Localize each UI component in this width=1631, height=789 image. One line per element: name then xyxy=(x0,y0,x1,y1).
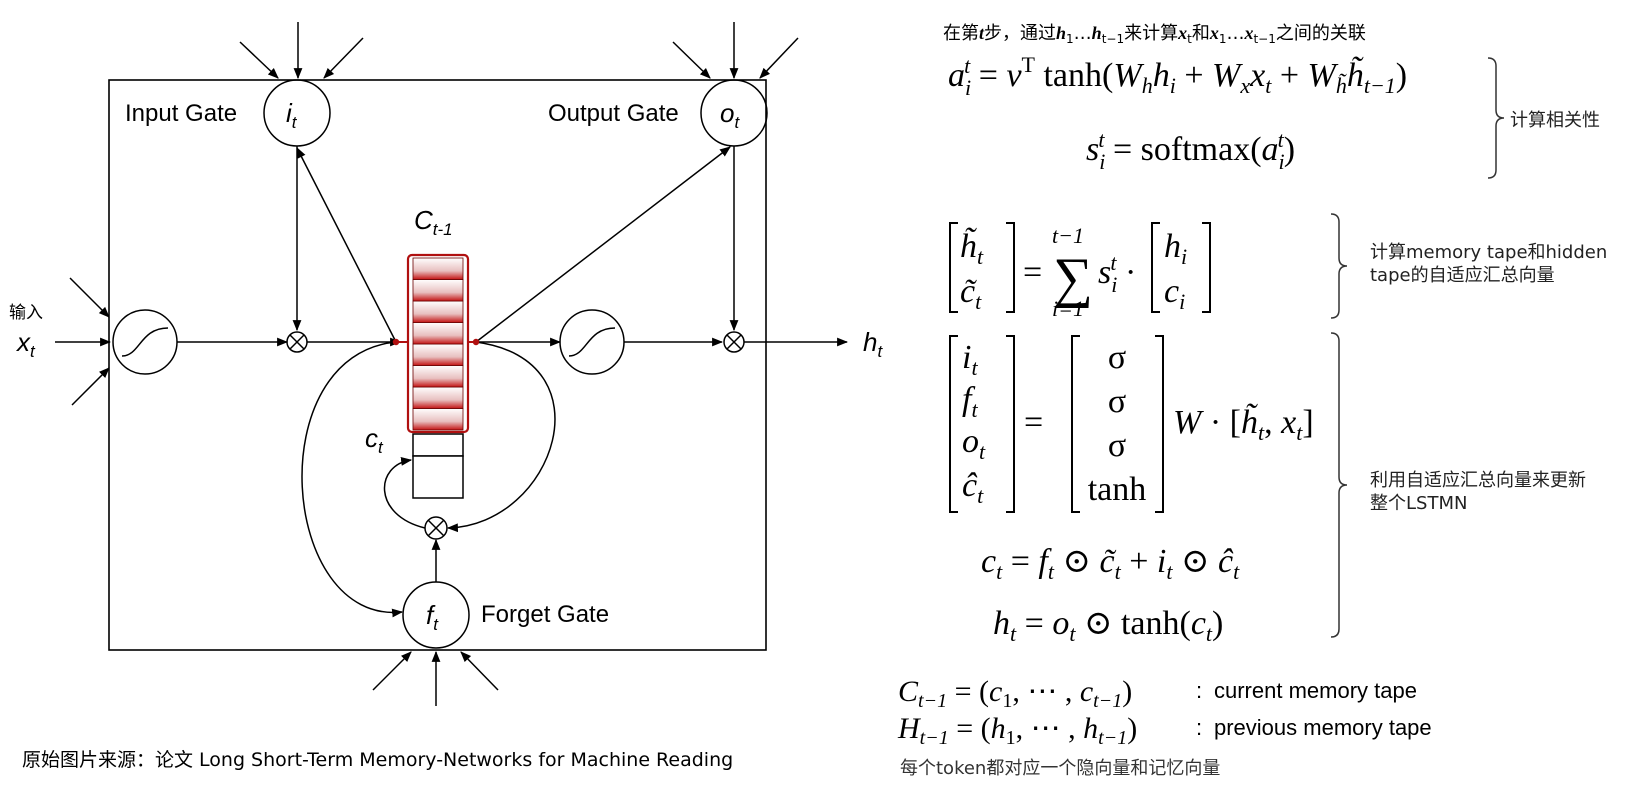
svg-text:it: it xyxy=(962,339,978,380)
attention-equation: ait = vT tanh(Whhi + Wxxt + Wh̃h̃t−1) si… xyxy=(948,52,1407,174)
svg-text:Ct−1 = (c1, ⋯ , ct−1): Ct−1 = (c1, ⋯ , ct−1) xyxy=(898,675,1132,712)
svg-text:i=1: i=1 xyxy=(1052,296,1084,321)
memory-tape-cell xyxy=(412,257,464,280)
memory-tape-cell xyxy=(412,365,464,388)
xt-in-arrow-upper xyxy=(69,277,110,318)
svg-text:sit = softmax(ait): sit = softmax(ait) xyxy=(1086,127,1295,174)
equations: 在第t步，通过h1…ht−1来计算xt和x1…xt−1之间的关联 ait = v… xyxy=(897,23,1607,779)
braces xyxy=(1330,57,1505,638)
svg-text:σ: σ xyxy=(1108,427,1126,464)
memory-tape-cell xyxy=(412,300,464,323)
svg-text:Ht−1 = (h1, ⋯ , ht−1): Ht−1 = (h1, ⋯ , ht−1) xyxy=(897,712,1137,749)
output-tanh-node xyxy=(559,309,625,375)
svg-text:=: = xyxy=(1024,404,1043,441)
update-equations: ct = ft ⊙ c̃t + it ⊙ ĉt ht = ot ⊙ tanh(c… xyxy=(981,543,1240,646)
recurrent-arc-left xyxy=(301,341,404,618)
summary-equation: h̃t c̃t = ∑ t−1 i=1 sit · hi ci xyxy=(949,222,1211,321)
svg-text:ft: ft xyxy=(962,381,978,422)
recurrent-arc-right xyxy=(446,341,556,533)
cell-ct-lower xyxy=(412,455,464,499)
input-label: 输入 xyxy=(9,303,43,323)
gate-equation: it ft ot ĉt = σ σ σ tanh W · [h̃t, xt] xyxy=(949,335,1314,513)
summary-note-line1: 计算memory tape和hidden xyxy=(1370,242,1607,263)
svg-text::: : xyxy=(1196,715,1202,740)
svg-text:Ct-1: Ct-1 xyxy=(414,205,453,239)
cell-ct xyxy=(412,433,464,457)
input-tanh-node xyxy=(112,309,178,375)
svg-text:ot: ot xyxy=(962,423,986,464)
input-gate-label: Input Gate xyxy=(125,100,237,127)
attention-note: 计算相关性 xyxy=(1510,110,1600,131)
memory-tape-cell xyxy=(412,386,464,409)
forget-gate-label: Forget Gate xyxy=(481,601,609,628)
svg-text:tanh: tanh xyxy=(1088,471,1147,508)
previous-tape-desc: previous memory tape xyxy=(1214,715,1432,740)
memory-tape-cell xyxy=(412,343,464,366)
lstmn-diagram xyxy=(55,22,849,706)
svg-text:ct: ct xyxy=(365,423,384,457)
svg-text:ct = ft ⊙ c̃t + it ⊙ ĉt: ct = ft ⊙ c̃t + it ⊙ ĉt xyxy=(981,543,1240,584)
memory-tape xyxy=(396,253,476,434)
cell-loop xyxy=(383,457,426,529)
output-gate-label: Output Gate xyxy=(548,100,679,127)
svg-text:it: it xyxy=(286,98,298,132)
source-caption: 原始图片来源：论文 Long Short-Term Memory-Network… xyxy=(22,749,733,771)
svg-text:sit ·: sit · xyxy=(1098,250,1136,297)
svg-text:hi: hi xyxy=(1164,228,1187,269)
update-note-line2: 整个LSTMN xyxy=(1370,493,1467,514)
svg-text:t−1: t−1 xyxy=(1052,223,1084,248)
current-tape-desc: current memory tape xyxy=(1214,678,1417,703)
token-note: 每个token都对应一个隐向量和记忆向量 xyxy=(900,758,1220,779)
svg-text:h̃t: h̃t xyxy=(960,226,984,269)
svg-text:W · [h̃t, xt]: W · [h̃t, xt] xyxy=(1173,402,1314,445)
tanh-icon xyxy=(568,327,616,357)
diagram-labels: Input Gate Output Gate Forget Gate it ot… xyxy=(9,98,883,771)
memory-tape-cell xyxy=(412,322,464,345)
memory-tape-cell xyxy=(412,408,464,431)
svg-text:ft: ft xyxy=(426,600,439,634)
svg-text:∑: ∑ xyxy=(1053,247,1093,309)
svg-text:ait = vT tanh(Whhi + Wxxt + Wh: ait = vT tanh(Whhi + Wxxt + Wh̃h̃t−1) xyxy=(948,52,1407,100)
svg-text:ht = ot ⊙ tanh(ct): ht = ot ⊙ tanh(ct) xyxy=(993,605,1223,646)
input-gate-node xyxy=(263,79,331,147)
svg-text::: : xyxy=(1196,678,1202,703)
svg-text:ĉt: ĉt xyxy=(962,467,984,508)
svg-text:σ: σ xyxy=(1108,383,1126,420)
svg-text:ot: ot xyxy=(720,98,740,132)
svg-text:σ: σ xyxy=(1108,339,1126,376)
summary-note-line2: tape的自适应汇总向量 xyxy=(1370,265,1555,286)
step-note: 在第t步，通过h1…ht−1来计算xt和x1…xt−1之间的关联 xyxy=(943,23,1366,46)
xt-in-arrow-lower xyxy=(71,367,110,406)
tape-definitions: Ct−1 = (c1, ⋯ , ct−1) Ht−1 = (h1, ⋯ , ht… xyxy=(897,675,1432,779)
memory-tape-cell xyxy=(412,279,464,302)
sigmoid-icon xyxy=(121,327,169,357)
svg-text:=: = xyxy=(1023,254,1042,291)
svg-text:ci: ci xyxy=(1164,273,1185,314)
svg-text:c̃t: c̃t xyxy=(960,273,982,314)
update-note-line1: 利用自适应汇总向量来更新 xyxy=(1370,470,1586,491)
svg-text:xt: xt xyxy=(15,327,36,361)
lstmn-cell-box xyxy=(108,79,767,651)
svg-text:ht: ht xyxy=(863,327,883,361)
